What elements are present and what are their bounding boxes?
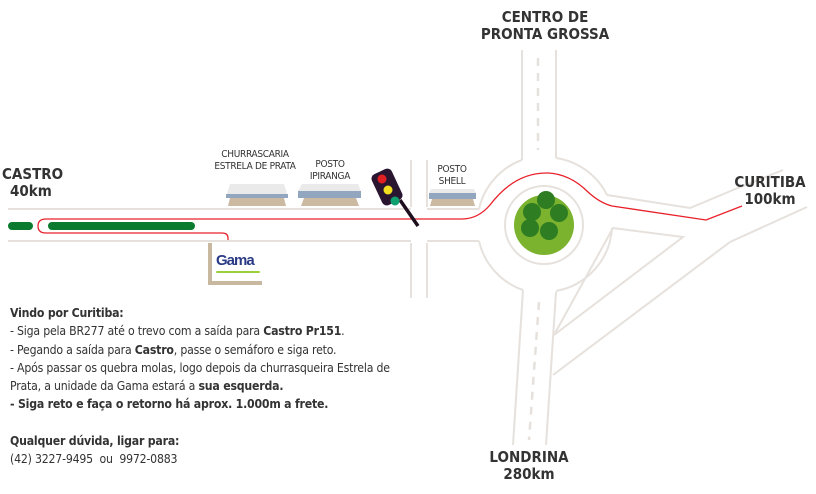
ipiranga-line2: IPIRANGA	[309, 170, 351, 182]
directions-heading: Vindo por Curitiba:	[10, 306, 124, 320]
churrascaria-line1: CHURRASCARIA	[221, 149, 289, 160]
traffic-light-icon	[371, 168, 420, 227]
curitiba-name: CURITIBA	[734, 173, 806, 191]
roundabout-inner	[504, 185, 584, 265]
ipiranga-label: POSTO IPIRANGA	[300, 159, 360, 182]
ipiranga-building-icon	[298, 184, 361, 206]
castro-name: CASTRO	[2, 165, 64, 183]
step-4: - Siga reto e faça o retorno há aprox. 1…	[10, 397, 329, 412]
centro-label: CENTRO DE PRONTA GROSSA	[478, 8, 612, 44]
shell-label: POSTO SHELL	[428, 164, 476, 187]
shell-building-icon	[429, 189, 476, 206]
roads	[8, 50, 808, 446]
route-line	[37, 172, 743, 240]
traffic-island	[553, 226, 686, 336]
ipiranga-line1: POSTO	[315, 159, 345, 170]
gama-logo: Gama	[208, 243, 262, 285]
contact-heading: Qualquer dúvida, ligar para:	[10, 434, 180, 449]
shell-line2: SHELL	[438, 175, 466, 187]
step-2-bold: Castro	[134, 342, 174, 357]
shell-line1: POSTO	[437, 164, 467, 175]
north-road	[521, 50, 557, 160]
curitiba-distance: 100km	[744, 190, 796, 209]
gama-logo-text: Gama	[216, 252, 255, 269]
roundabout-trees-icon	[514, 191, 574, 255]
road-marking-long	[48, 222, 195, 230]
cross-street	[410, 160, 428, 298]
curitiba-road-bottom	[552, 206, 808, 376]
step-3-bold: sua esquerda.	[198, 379, 284, 394]
step-1: - Siga pela BR277 até o trevo com a saíd…	[10, 322, 418, 340]
centro-line2: PRONTA GROSSA	[480, 25, 610, 44]
churrascaria-label: CHURRASCARIA ESTRELA DE PRATA	[212, 149, 298, 172]
londrina-name: LONDRINA	[489, 448, 569, 466]
curitiba-road-top	[606, 169, 784, 210]
step-1-end: .	[341, 324, 345, 339]
curitiba-label: CURITIBA 100km	[730, 173, 810, 209]
step-1-text: - Siga pela BR277 até o trevo com a saíd…	[10, 324, 264, 339]
castro-distance: 40km	[10, 182, 52, 201]
step-2-text: - Pegando a saída para	[10, 342, 135, 357]
step-1-bold: Castro Pr151	[263, 324, 342, 339]
roundabout-outer	[478, 157, 613, 292]
directions-text: Vindo por Curitiba: - Siga pela BR277 at…	[10, 304, 418, 469]
centro-line1: CENTRO DE	[501, 8, 589, 26]
road-marking-short	[8, 222, 33, 230]
south-road	[512, 289, 557, 446]
contact-phones: (42) 3227-9495 ou 9972-0883	[10, 452, 178, 467]
londrina-distance: 280km	[503, 465, 555, 484]
castro-label: CASTRO 40km	[2, 165, 64, 201]
south-road-center	[527, 301, 541, 441]
step-2-end: , passe o semáforo e siga reto.	[173, 342, 337, 357]
step-3: - Após passar os quebra molas, logo depo…	[10, 359, 418, 396]
churrascaria-building-icon	[226, 184, 288, 206]
londrina-label: LONDRINA 280km	[484, 448, 574, 484]
step-2: - Pegando a saída para Castro, passe o s…	[10, 341, 418, 359]
step-3-text: - Após passar os quebra molas, logo depo…	[10, 360, 390, 394]
churrascaria-line2: ESTRELA DE PRATA	[214, 160, 296, 172]
gama-logo-swoosh	[216, 271, 260, 273]
